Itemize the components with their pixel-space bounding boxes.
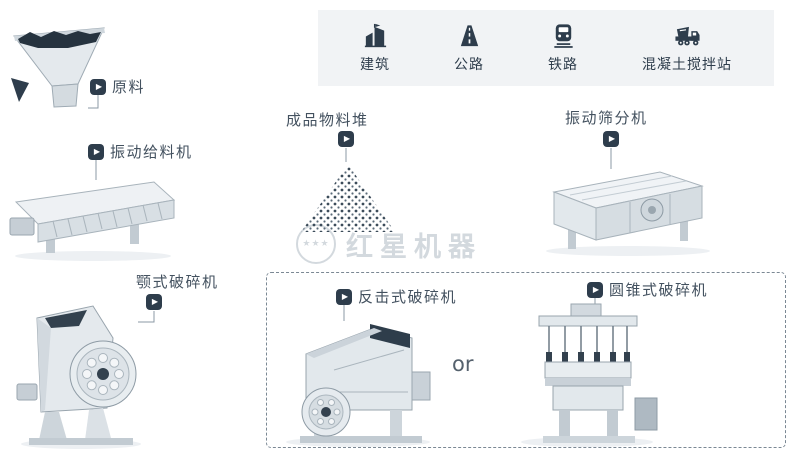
application-label: 混凝土搅拌站 — [642, 57, 732, 73]
pointer-arrow-icon: ▶ — [90, 78, 106, 95]
vibrating-feeder-label-text: 振动给料机 — [110, 143, 193, 161]
product-pile-label-text: 成品物料堆 — [286, 111, 369, 129]
raw-material-label-text: 原料 — [112, 78, 146, 96]
pointer-arrow-icon: ▶ — [587, 281, 603, 298]
product-pile-illustration — [301, 164, 395, 232]
crusher-options-box — [266, 272, 786, 448]
application-label: 公路 — [454, 57, 484, 73]
jaw-crusher-illustration — [16, 305, 141, 449]
application-label: 建筑 — [360, 57, 390, 73]
cone-crusher-label: ▶ 圆锥式破碎机 — [587, 279, 708, 300]
pointer-arrow-icon: ▶ — [338, 131, 354, 147]
vibrating-feeder-label: ▶ 振动给料机 — [88, 141, 193, 162]
impact-crusher-illustration — [286, 324, 431, 447]
jaw-crusher-label-text: 颚式破碎机 — [136, 273, 219, 291]
application-building: 建筑 — [360, 22, 390, 74]
mixer-truck-icon — [674, 26, 700, 46]
cone-crusher-illustration — [521, 303, 658, 447]
vibrating-feeder-illustration — [9, 181, 176, 261]
brand-watermark: ★★★ 红星机器 — [296, 224, 482, 264]
application-highway: 公路 — [454, 22, 484, 74]
raw-material-label: ▶ 原料 — [90, 76, 145, 97]
railway-icon — [553, 24, 573, 48]
raw-material-hopper-illustration — [11, 27, 105, 108]
pointer-arrow-icon: ▶ — [88, 143, 104, 160]
pointer-arrow-icon: ▶ — [146, 294, 162, 310]
or-label: or — [452, 352, 474, 376]
impact-crusher-label: ▶ 反击式破碎机 — [336, 286, 457, 307]
brand-logo-stars: ★★★ — [302, 239, 330, 249]
cone-crusher-label-text: 圆锥式破碎机 — [609, 281, 709, 299]
pointer-arrow-icon: ▶ — [603, 131, 619, 147]
applications-bar: 建筑 公路 铁路 — [318, 10, 774, 86]
impact-crusher-label-text: 反击式破碎机 — [358, 288, 458, 306]
building-icon — [364, 23, 386, 48]
highway-icon — [460, 25, 478, 47]
pointer-arrow-icon: ▶ — [336, 288, 352, 305]
application-railway: 铁路 — [548, 22, 578, 74]
vibrating-screen-label-text: 振动筛分机 — [565, 109, 648, 127]
application-label: 铁路 — [548, 57, 578, 73]
brand-watermark-text: 红星机器 — [346, 231, 482, 263]
application-concrete-plant: 混凝土搅拌站 — [642, 22, 732, 74]
vibrating-screen-illustration — [546, 171, 710, 256]
